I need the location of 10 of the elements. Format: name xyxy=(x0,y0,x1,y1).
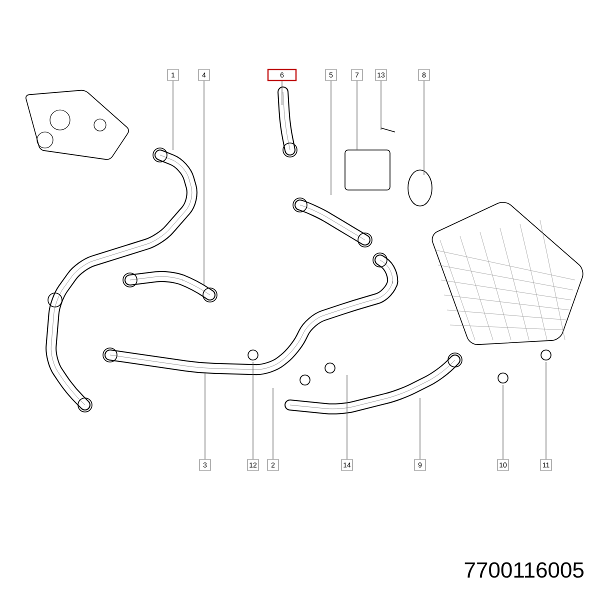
leader-line xyxy=(252,362,254,460)
part-number: 7700116005 xyxy=(464,562,584,578)
leader-line xyxy=(272,388,274,460)
leader-line xyxy=(356,80,358,150)
leader-line xyxy=(330,80,332,196)
leader-line xyxy=(346,374,348,460)
leader-line xyxy=(380,80,382,130)
leader-line xyxy=(172,80,174,150)
leader-line xyxy=(204,372,206,460)
leader-line xyxy=(502,384,504,460)
